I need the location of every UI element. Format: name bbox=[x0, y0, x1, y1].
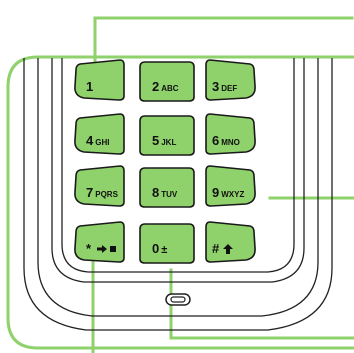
key-hash[interactable]: # bbox=[205, 221, 256, 263]
key-0-label: 0± bbox=[152, 241, 167, 256]
key-9-cap bbox=[205, 165, 256, 207]
key-star[interactable]: * bbox=[74, 221, 125, 263]
square-icon bbox=[110, 246, 116, 252]
callout-key-0 bbox=[169, 268, 354, 340]
arrow-up-icon bbox=[223, 244, 233, 254]
callout-frame bbox=[6, 55, 354, 350]
key-1-label: 1 bbox=[86, 79, 93, 94]
key-0-cap bbox=[139, 223, 195, 264]
key-8-cap bbox=[139, 167, 195, 208]
key-2-cap bbox=[139, 61, 195, 102]
key-6-cap bbox=[205, 113, 256, 155]
phone-body bbox=[23, 58, 333, 331]
callout-key-1 bbox=[93, 16, 354, 74]
key-7-cap bbox=[74, 165, 125, 207]
connector-slot-icon bbox=[165, 293, 191, 306]
key-hash-label: # bbox=[212, 241, 220, 256]
callout-lines bbox=[91, 16, 354, 353]
key-4-cap bbox=[74, 113, 125, 155]
key-3-cap bbox=[205, 59, 256, 101]
key-star-label: * bbox=[86, 241, 92, 256]
key-1-cap bbox=[74, 59, 125, 101]
key-5-cap bbox=[139, 115, 195, 156]
arrow-right-icon bbox=[97, 245, 107, 253]
key-star-cap bbox=[74, 221, 125, 263]
key-0[interactable]: 0± bbox=[139, 223, 195, 264]
key-hash-cap bbox=[205, 221, 256, 263]
key-1[interactable]: 1 bbox=[74, 59, 125, 101]
